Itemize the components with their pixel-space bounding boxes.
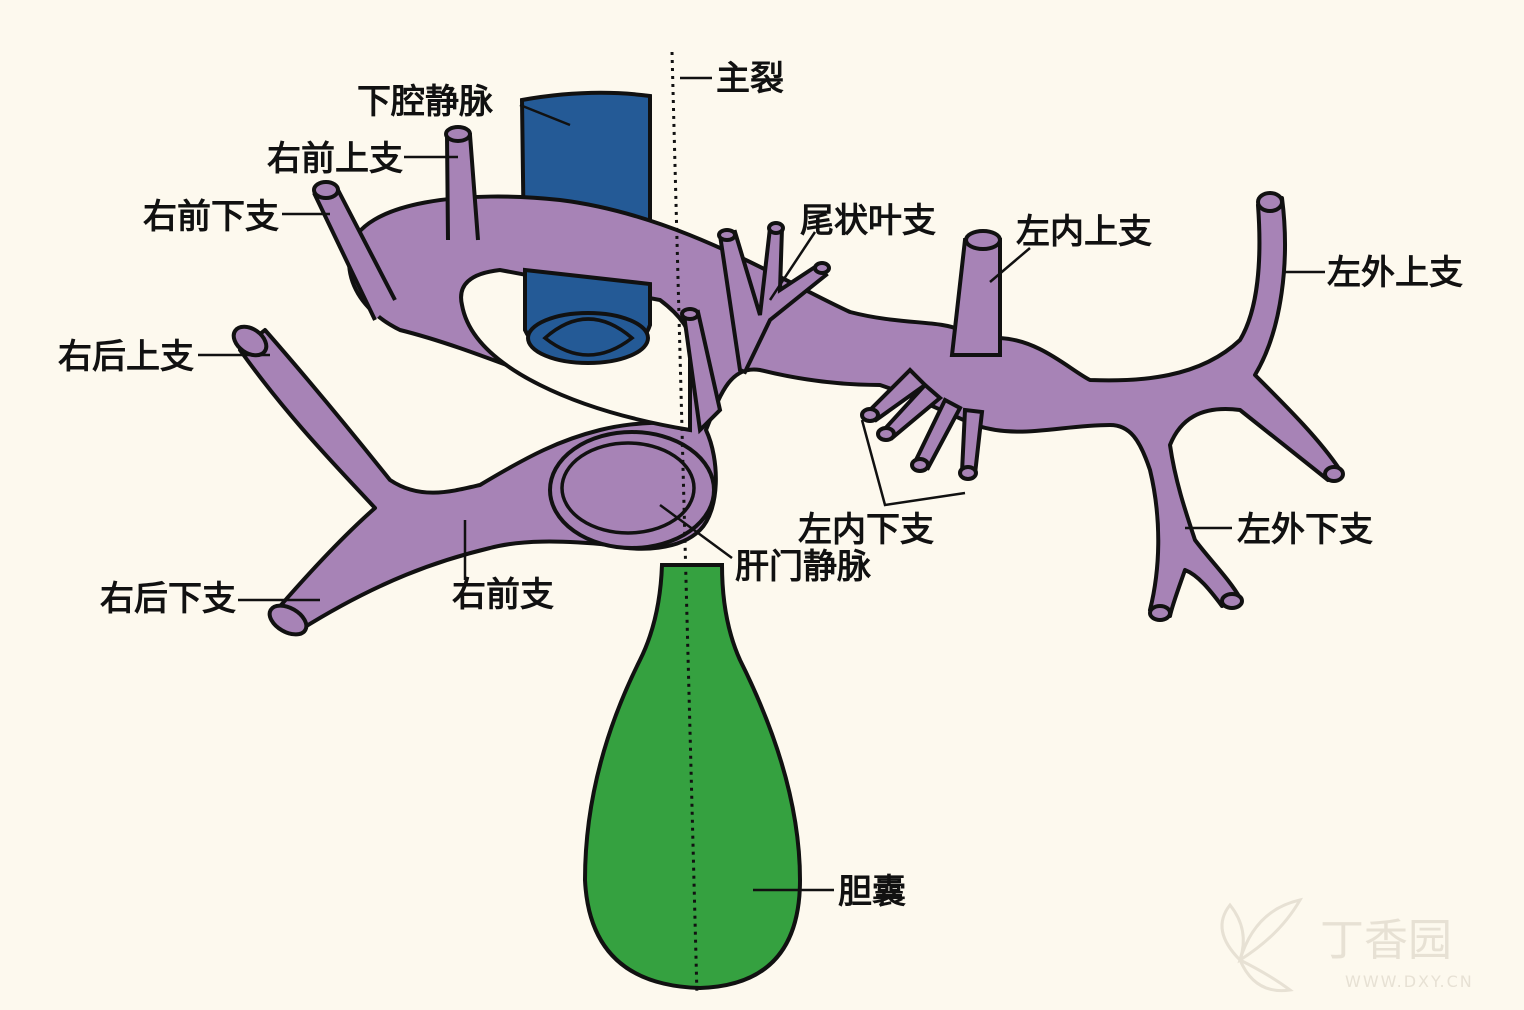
leader-lines [198,76,1325,892]
label-left-medial-superior: 左内上支 [1016,212,1152,252]
right-posterior-inferior-stump [267,603,309,637]
label-right-anterior-superior: 右前上支 [267,139,403,179]
gallbladder [582,563,803,991]
label-right-anterior: 右前支 [452,575,554,615]
left-lateral-superior-stump [1256,191,1284,213]
label-left-lateral-inferior: 左外下支 [1237,510,1373,550]
right-posterior-superior-stump [231,324,269,358]
right-anterior-superior-branch [444,125,480,241]
caudate-branches [680,221,831,435]
hilar-portal-vein [548,430,716,550]
label-gallbladder: 胆囊 [838,872,906,912]
label-caudate: 尾状叶支 [800,201,936,241]
watermark-flower-icon [1220,897,1303,993]
left-medial-inferior-branches [860,367,985,481]
label-left-lateral-superior: 左外上支 [1327,253,1463,293]
label-ivc: 下腔静脉 [357,82,494,122]
label-right-anterior-inferior: 右前下支 [143,197,279,237]
right-anterior-inferior-branch [312,180,397,321]
left-lateral-inferior-stump-a [1323,465,1345,483]
label-hilar-portal-vein: 肝门静脉 [735,547,872,587]
left-lateral-inferior-stump-c [1148,604,1172,622]
left-lateral-inferior-stump-b [1220,592,1244,610]
label-left-medial-inferior: 左内下支 [798,510,934,550]
label-right-posterior-inferior: 右后下支 [100,579,236,619]
main-fissure-line [670,51,699,996]
watermark-brand: 丁香园 [1320,915,1452,966]
label-main-fissure: 主裂 [716,59,784,99]
left-medial-superior-branch [949,229,1002,357]
watermark-url: WWW.DXY.CN [1345,972,1474,991]
watermark: 丁香园 WWW.DXY.CN [1220,897,1474,993]
label-right-posterior-superior: 右后上支 [58,337,194,377]
